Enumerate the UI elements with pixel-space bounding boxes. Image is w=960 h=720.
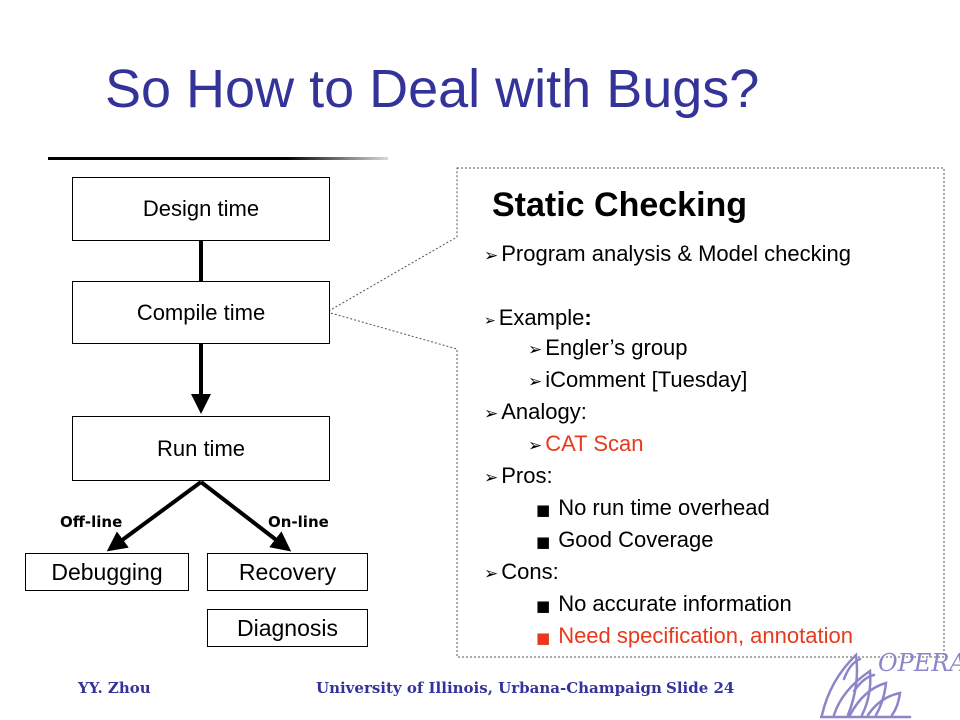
diagnosis-box: Diagnosis xyxy=(207,609,368,647)
bullet-pro-2: ■Good Coverage xyxy=(536,527,714,552)
callout-title: Static Checking xyxy=(492,186,748,224)
square-bullet-icon: ■ xyxy=(536,629,551,647)
arrow-bullet-icon: ➢ xyxy=(528,436,543,456)
svg-text:OPERA: OPERA xyxy=(878,649,960,677)
footer-author: YY. Zhou xyxy=(78,679,151,697)
opera-logo: OPERA xyxy=(820,649,960,719)
debugging-box: Debugging xyxy=(25,553,189,591)
footer-slide-number: Slide 24 xyxy=(666,679,735,697)
arrow-bullet-icon: ➢ xyxy=(528,372,543,392)
slide-title: So How to Deal with Bugs? xyxy=(105,59,760,119)
square-bullet-icon: ■ xyxy=(536,597,551,615)
footer-institution: University of Illinois, Urbana-Champaign xyxy=(316,679,662,697)
run-time-box: Run time xyxy=(72,416,330,481)
arrow-bullet-icon: ➢ xyxy=(484,404,499,424)
recovery-box: Recovery xyxy=(207,553,368,591)
bullet-engler: ➢Engler’s group xyxy=(528,335,688,360)
design-time-box: Design time xyxy=(72,177,330,241)
square-bullet-icon: ■ xyxy=(536,533,551,551)
bullet-cons: ➢Cons: xyxy=(484,559,559,584)
bullet-analogy: ➢Analogy: xyxy=(484,399,587,424)
arrow-bullet-icon: ➢ xyxy=(484,313,496,329)
square-bullet-icon: ■ xyxy=(536,501,551,519)
compile-time-box: Compile time xyxy=(72,281,330,344)
bullet-pros: ➢Pros: xyxy=(484,463,553,488)
online-label: On-line xyxy=(268,513,329,531)
bullet-program-analysis: ➢Program analysis & Model checking xyxy=(484,241,851,266)
arrow-bullet-icon: ➢ xyxy=(484,246,499,266)
offline-label: Off-line xyxy=(60,513,123,531)
bullet-example: ➢Example: xyxy=(484,305,592,330)
run-to-recovery-arrow xyxy=(199,480,292,552)
arrow-bullet-icon: ➢ xyxy=(484,468,499,488)
bullet-con-2: ■Need specification, annotation xyxy=(536,623,853,648)
bullet-con-1: ■No accurate information xyxy=(536,591,792,616)
callout-outline xyxy=(325,167,945,658)
bullet-icomment: ➢iComment [Tuesday] xyxy=(528,367,748,392)
bullet-cat-scan: ➢CAT Scan xyxy=(528,431,644,456)
bullet-pro-1: ■No run time overhead xyxy=(536,495,770,520)
run-to-debugging-arrow xyxy=(106,480,203,552)
arrow-bullet-icon: ➢ xyxy=(528,340,543,360)
arrow-bullet-icon: ➢ xyxy=(484,564,499,584)
title-underline xyxy=(48,157,388,160)
